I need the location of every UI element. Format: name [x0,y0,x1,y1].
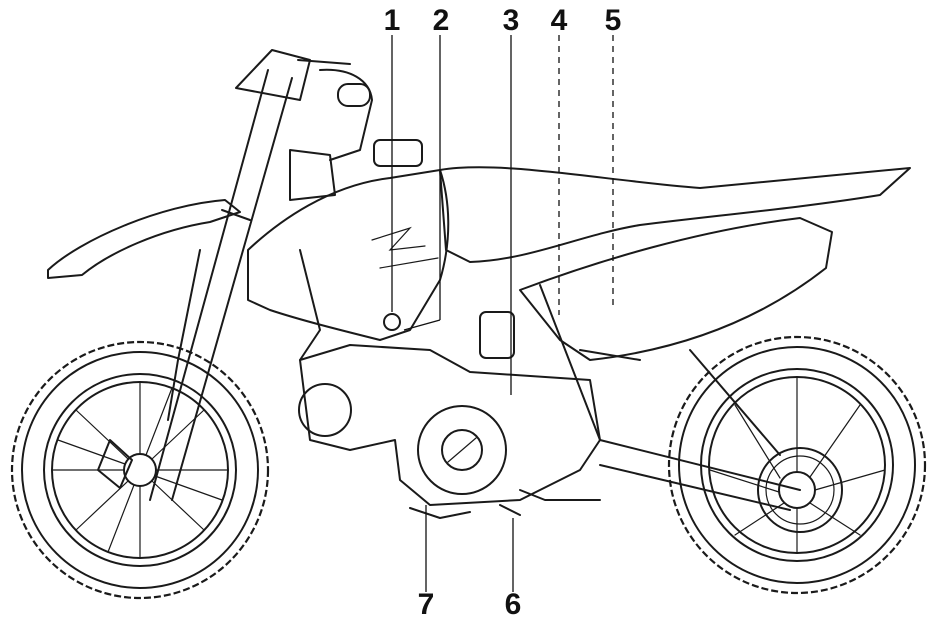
seat [439,166,911,263]
front-fork [97,49,373,501]
engine [298,311,601,506]
frame [299,249,641,441]
motorcycle-drawing [10,49,927,600]
rear-shock [689,349,781,456]
callout-5: 5 [605,4,622,37]
footrest [409,504,521,519]
callout-6: 6 [505,588,522,618]
rear-wheel [667,335,927,595]
swingarm [599,439,801,511]
callout-4: 4 [551,4,568,37]
front-wheel [10,340,270,600]
front-fender [47,199,241,279]
callout-3: 3 [503,4,520,37]
fuel-tank [247,139,450,341]
callout-7: 7 [418,588,435,618]
callout-lines [391,35,614,592]
callout-2: 2 [433,4,450,37]
rear-side-cover [519,217,833,361]
callout-labels: 1 2 3 4 5 6 7 [384,4,622,618]
callout-1: 1 [384,4,401,37]
